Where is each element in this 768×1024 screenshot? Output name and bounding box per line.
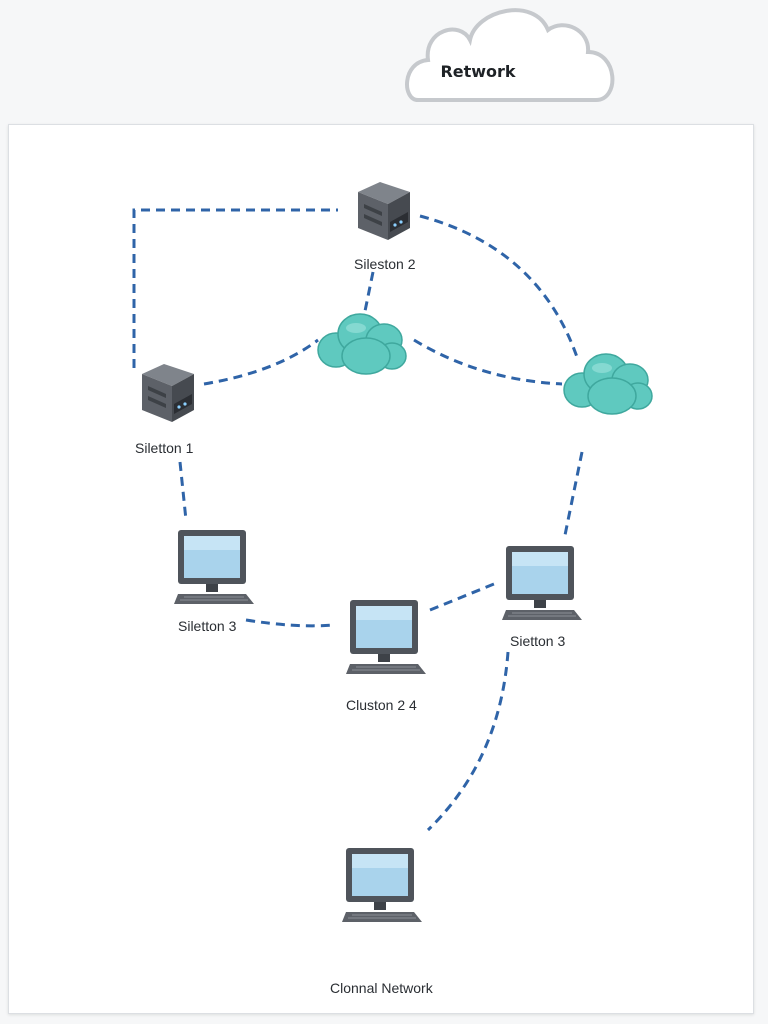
workstation-left-label: Siletton 3: [178, 618, 237, 634]
cloud-center-icon[interactable]: [316, 310, 410, 376]
workstation-center-label: Cluston 2 4: [346, 697, 417, 713]
server-top-label: Sileston 2: [354, 256, 416, 272]
server-top-icon[interactable]: [350, 182, 418, 242]
server-left-icon[interactable]: [136, 364, 204, 424]
workstation-right-label: Sietton 3: [510, 633, 566, 649]
workstation-bottom-label: Clonnal Network: [330, 980, 433, 996]
workstation-left-icon[interactable]: [172, 528, 256, 608]
workstation-bottom-icon[interactable]: [340, 846, 424, 926]
workstation-right-icon[interactable]: [500, 544, 584, 624]
diagram-title: Retwork: [440, 62, 516, 81]
cloud-right-icon[interactable]: [562, 350, 656, 416]
header-cloud-icon: [404, 0, 620, 110]
server-left-label: Siletton 1: [135, 440, 194, 456]
workstation-center-icon[interactable]: [344, 598, 428, 678]
